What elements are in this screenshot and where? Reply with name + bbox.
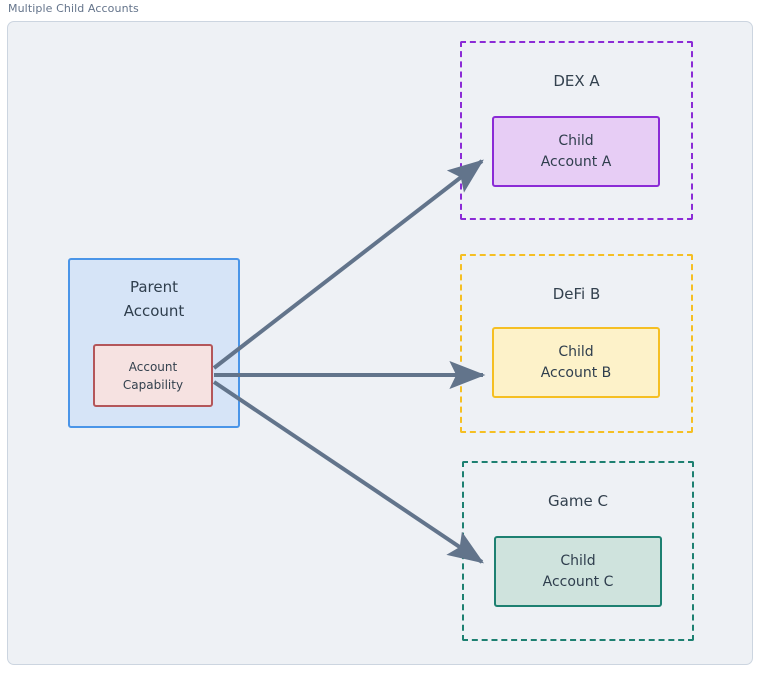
child-account-c-node[interactable]: Child Account C bbox=[494, 536, 662, 607]
group-dex-a: DEX A bbox=[460, 41, 693, 220]
child-account-b-node[interactable]: Child Account B bbox=[492, 327, 660, 398]
child-account-c-label-line1: Child bbox=[560, 552, 596, 569]
account-capability-label-line2: Capability bbox=[122, 377, 184, 392]
parent-account-title-line1: Parent bbox=[129, 278, 179, 296]
group-game-c-title: Game C bbox=[548, 492, 608, 510]
child-account-c-label-line2: Account C bbox=[542, 573, 614, 590]
diagram-caption: Multiple Child Accounts bbox=[8, 2, 139, 15]
child-account-b-label-line1: Child bbox=[558, 343, 594, 360]
child-account-a-label-line2: Account A bbox=[540, 153, 612, 170]
child-account-a-node[interactable]: Child Account A bbox=[492, 116, 660, 187]
group-dex-a-title: DEX A bbox=[553, 72, 600, 90]
child-account-b-label-line2: Account B bbox=[540, 364, 612, 381]
account-capability-node[interactable]: Account Capability bbox=[93, 344, 213, 407]
child-account-a-label-line1: Child bbox=[558, 132, 594, 149]
group-defi-b-title: DeFi B bbox=[552, 285, 601, 303]
parent-account-title-line2: Account bbox=[123, 302, 185, 320]
account-capability-label-line1: Account bbox=[128, 359, 178, 374]
